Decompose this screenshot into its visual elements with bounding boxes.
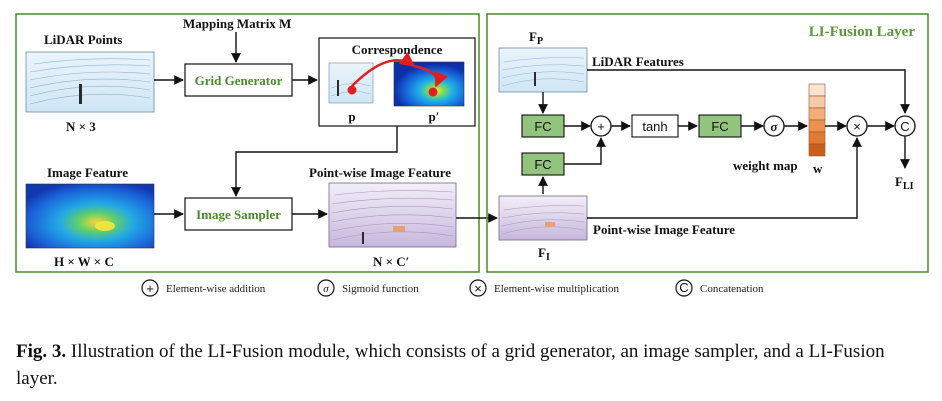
pointwise-feature-label-left: Point-wise Image Feature: [309, 165, 451, 180]
legend-plus-icon: [141, 279, 159, 297]
image-feature-dim: H × W × C: [54, 254, 114, 269]
arrow-correspondence-to-sampler: [231, 126, 398, 197]
legend-times-icon: [469, 279, 487, 297]
legend-sigma-symbol: σ: [323, 283, 329, 295]
image-feature-label: Image Feature: [47, 165, 128, 180]
legend: + Element-wise addition σ Sigmoid functi…: [141, 279, 764, 297]
legend-sigmoid-label: Sigmoid function: [342, 283, 419, 295]
correspondence-label: Correspondence: [352, 42, 443, 57]
pointwise-feature-image-left: [328, 182, 457, 248]
correspondence-arrow-2: [413, 64, 449, 88]
lidar-features-label: LiDAR Features: [592, 54, 684, 69]
figure-caption: Fig. 3. Illustration of the LI-Fusion mo…: [16, 338, 931, 392]
lidar-points-image: [25, 51, 155, 113]
tanh-label: tanh: [642, 119, 667, 134]
fp-label: FP: [529, 29, 543, 47]
image-feature-heatmap: [25, 183, 155, 249]
lidar-features-image: [498, 47, 588, 93]
correspondence-lidar-thumb: [328, 62, 374, 104]
plus-symbol: +: [597, 119, 605, 134]
legend-addition-label: Element-wise addition: [166, 283, 266, 295]
legend-sigma-icon: [317, 279, 335, 297]
w-label: w: [813, 161, 823, 176]
caption-text: Illustration of the LI-Fusion module, wh…: [16, 341, 885, 389]
fi-label: FI: [538, 245, 550, 263]
arrow-lidar-features-to-concat: [587, 69, 910, 114]
fc-label-lidar: FC: [534, 119, 551, 134]
caption-prefix: Fig. 3.: [16, 341, 67, 362]
correspondence-image-thumb: [393, 61, 465, 107]
legend-concat-symbol: C: [679, 280, 688, 295]
p-label: p: [348, 109, 355, 124]
point-p-prime-dot: [428, 87, 438, 97]
li-fusion-layer-title: LI-Fusion Layer: [809, 24, 916, 40]
pointwise-feature-dim: N × C′: [373, 254, 409, 269]
correspondence-arrow-1: [351, 51, 416, 87]
right-panel-border: [486, 13, 929, 273]
left-panel-border: [15, 13, 480, 273]
fc-label-after-tanh: FC: [711, 119, 728, 134]
times-symbol: ×: [853, 119, 861, 134]
fi-feature-image: [498, 195, 588, 241]
sigma-symbol: σ: [770, 119, 778, 134]
image-sampler-box: [184, 197, 293, 231]
legend-concatenation-label: Concatenation: [700, 283, 764, 295]
image-sampler-label: Image Sampler: [196, 207, 281, 222]
legend-concat-icon: [675, 279, 693, 297]
fli-label: FLI: [895, 174, 914, 192]
concat-symbol: C: [900, 119, 909, 134]
legend-multiplication-label: Element-wise multiplication: [494, 283, 619, 295]
weight-map-label: weight map: [733, 158, 798, 173]
point-p-dot: [347, 85, 357, 95]
legend-times-symbol: ×: [474, 281, 482, 296]
grid-generator-box: [184, 63, 293, 97]
grid-generator-label: Grid Generator: [195, 73, 283, 88]
arrow-fc-image-to-plus: [564, 137, 606, 165]
legend-plus-symbol: +: [146, 281, 154, 296]
lidar-points-dim: N × 3: [66, 119, 96, 134]
fc-label-image: FC: [534, 157, 551, 172]
lidar-points-label: LiDAR Points: [44, 32, 122, 47]
mapping-matrix-label: Mapping Matrix M: [183, 16, 291, 31]
p-prime-label: p′: [429, 109, 440, 124]
li-fusion-diagram: LiDAR Points N × 3 Mapping Matrix M Grid…: [15, 13, 929, 297]
arrow-pointwise-to-multiply: [587, 137, 862, 219]
pointwise-feature-label-right: Point-wise Image Feature: [593, 222, 735, 237]
weight-map-bar: [808, 83, 826, 157]
